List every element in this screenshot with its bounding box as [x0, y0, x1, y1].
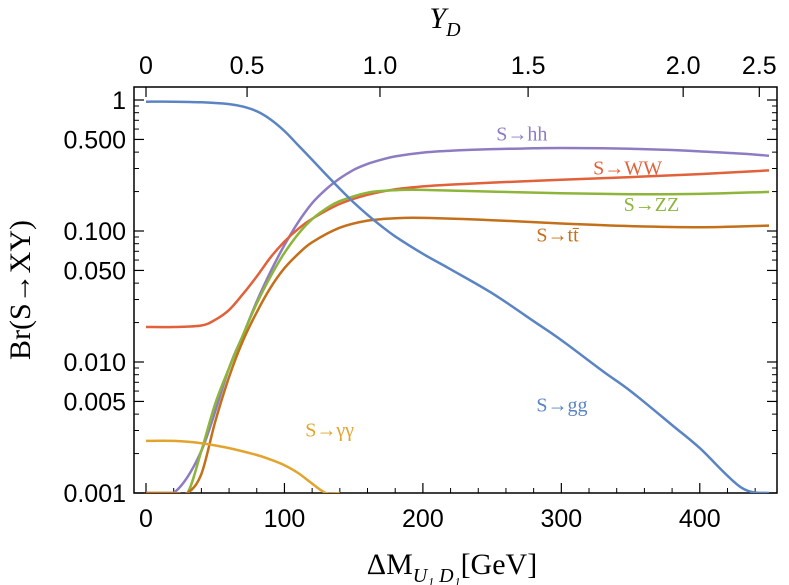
top-tick-label: 0.5 [230, 52, 265, 80]
top-tick-label: 0 [139, 52, 153, 80]
plot-frame [133, 86, 778, 494]
y-tick-label: 0.010 [63, 349, 126, 377]
y-tick-label: 0.005 [63, 388, 126, 416]
x-tick-label: 100 [264, 505, 306, 533]
x-tick-label: 0 [139, 505, 153, 533]
series-label: S→gg [536, 394, 587, 416]
series-label: S→γγ [305, 419, 354, 441]
series-line-sgg [145, 100, 770, 493]
y-axis-title: Br(S→XY) [4, 220, 37, 360]
x-axis-title: ΔMU₁ D₁[GeV] [367, 548, 537, 585]
top-tick-label: 2.0 [666, 52, 701, 80]
top-tick-label: 1.5 [511, 52, 546, 80]
series-label: S→ZZ [624, 194, 680, 216]
y-tick-label: 0.500 [63, 126, 126, 154]
x-tick-label: 300 [540, 505, 582, 533]
x-axis-title-subscript: U₁ D₁ [413, 565, 461, 585]
y-tick-label: 0.001 [63, 480, 126, 508]
series-label: S→hh [496, 124, 547, 146]
top-tick-label: 1.0 [363, 52, 398, 80]
x-axis-title-unit: [GeV] [461, 548, 538, 581]
x-tick-label: 400 [679, 505, 721, 533]
top-axis-title-subscript: D [445, 19, 461, 41]
y-tick-label: 1 [112, 87, 126, 115]
y-tick-label: 0.050 [63, 257, 126, 285]
series-line-stt [146, 216, 770, 493]
series-label: S→tt̄ [536, 225, 579, 247]
top-axis-title-main: Y [429, 2, 449, 35]
x-tick-label: 200 [402, 505, 444, 533]
series-line-s [145, 439, 340, 493]
series-line-szz [146, 188, 770, 493]
series-label: S→WW [593, 157, 662, 179]
top-tick-label: 2.5 [742, 52, 777, 80]
y-tick-label: 0.100 [63, 218, 126, 246]
x-axis-title-main: ΔM [367, 548, 413, 581]
top-axis-title: YD [429, 2, 461, 41]
